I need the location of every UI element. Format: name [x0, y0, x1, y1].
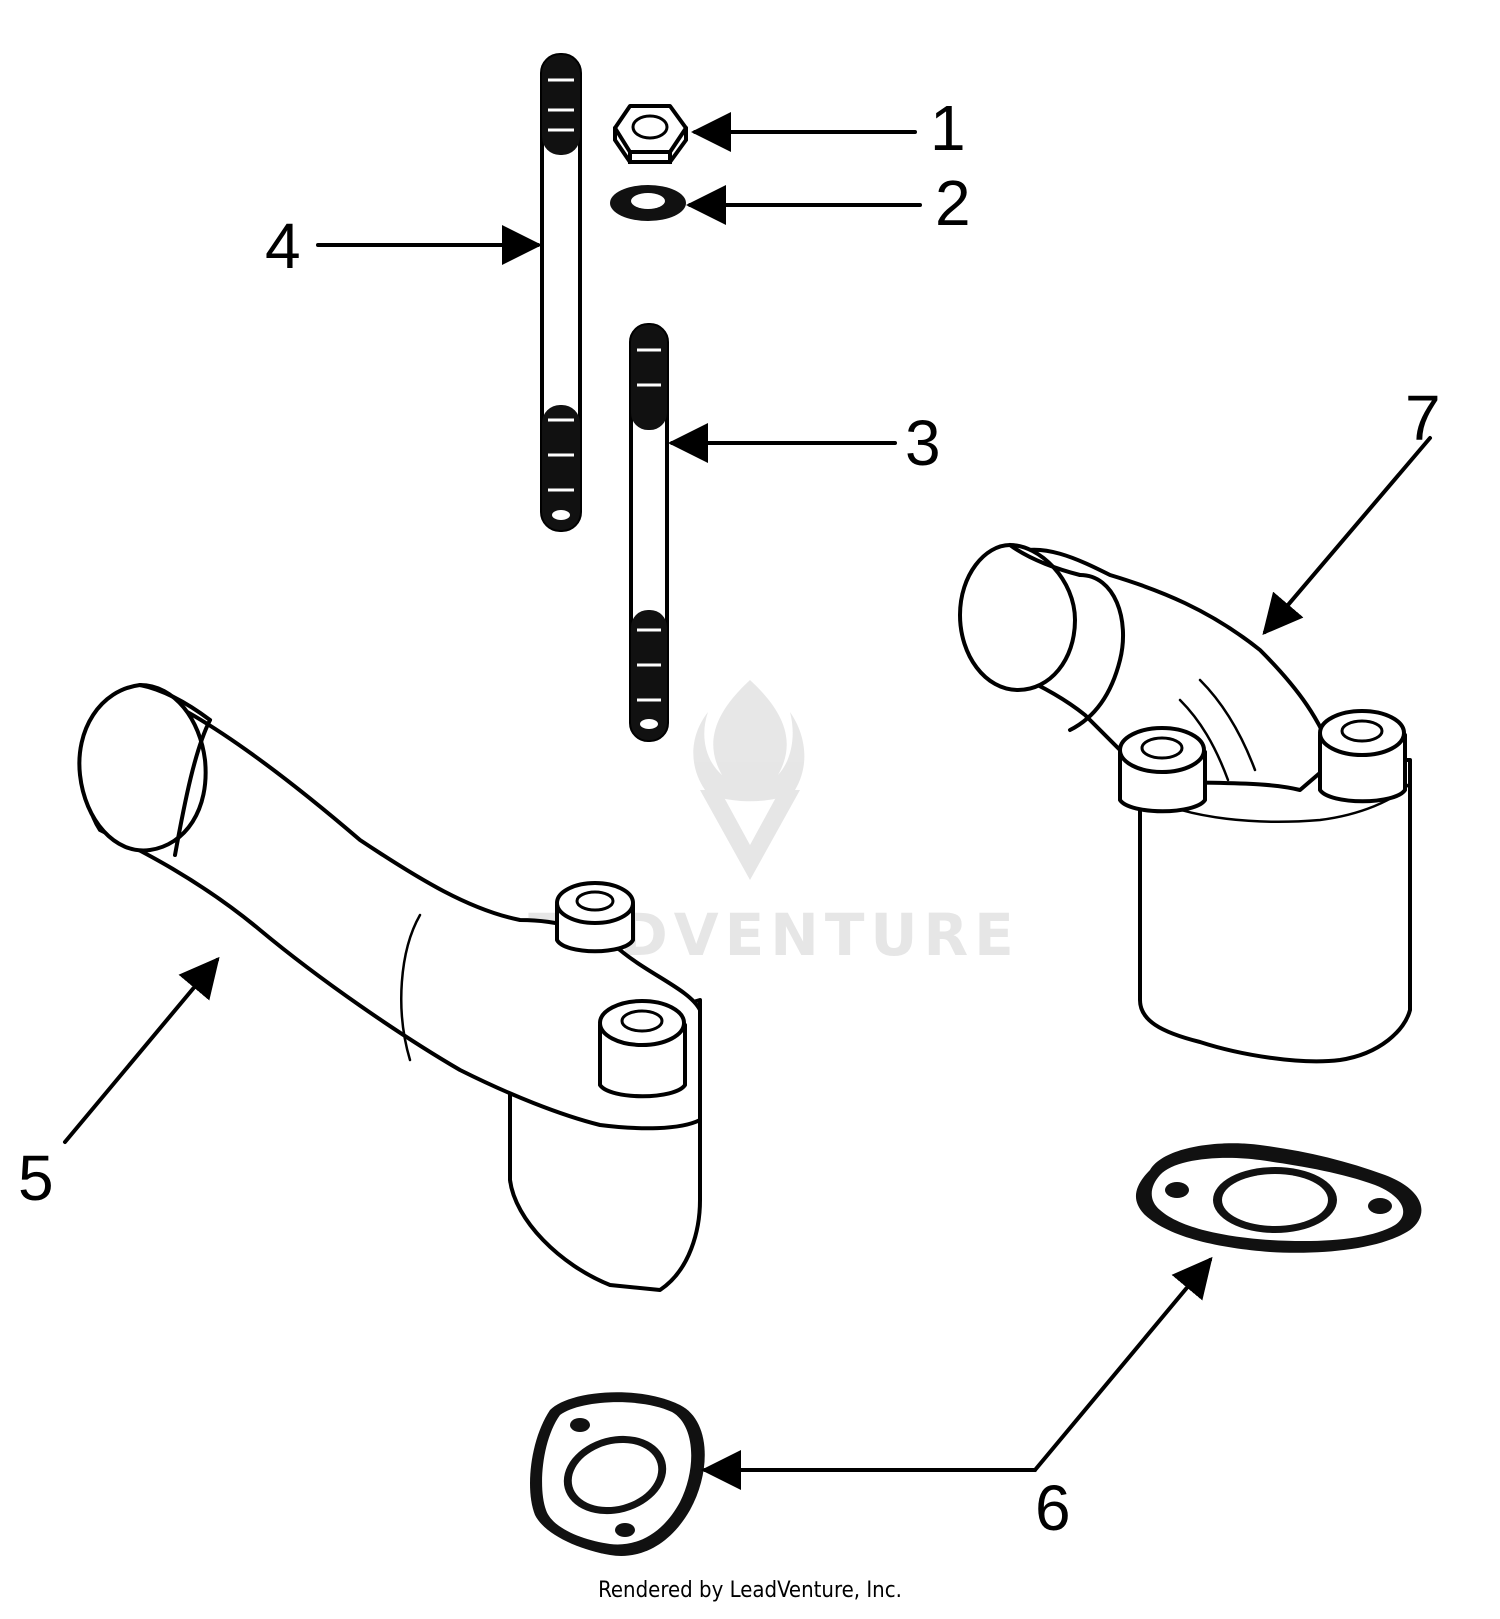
callout-4: 4 — [265, 210, 301, 282]
callout-1: 1 — [930, 92, 966, 164]
callout-2: 2 — [935, 167, 971, 239]
leader-lines — [63, 112, 1432, 1490]
part-6-gasket-upper — [1135, 1143, 1422, 1253]
leader-6b — [1033, 1256, 1213, 1472]
callout-7: 7 — [1405, 382, 1441, 454]
part-2-washer — [610, 185, 686, 221]
part-4-long-stud — [540, 53, 582, 532]
part-5-long-elbow — [77, 683, 702, 1292]
leader-7 — [1262, 436, 1432, 636]
callout-5: 5 — [18, 1142, 54, 1214]
callout-3: 3 — [905, 407, 941, 479]
callouts: 1 2 3 4 5 6 7 — [18, 92, 1441, 1544]
leader-5 — [63, 956, 220, 1144]
part-7-elbow-housing — [958, 543, 1412, 1064]
callout-6: 6 — [1035, 1472, 1071, 1544]
part-1-hex-nut — [613, 104, 688, 164]
flame-v-logo-icon — [693, 680, 805, 880]
part-6-gasket-lower — [530, 1392, 705, 1556]
part-3-short-stud — [629, 323, 669, 742]
footer-credit: Rendered by LeadVenture, Inc. — [598, 1578, 902, 1603]
